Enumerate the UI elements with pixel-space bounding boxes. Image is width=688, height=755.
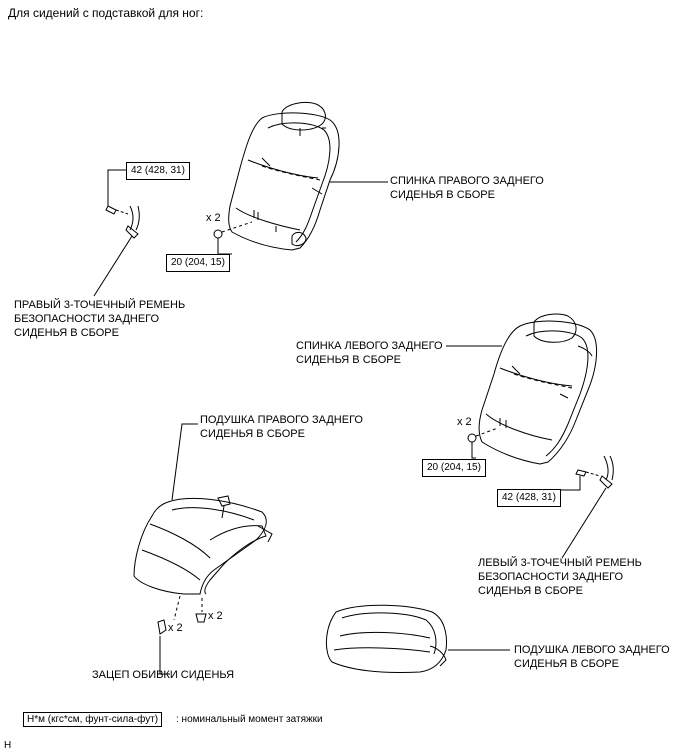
right-cushion-illustration bbox=[133, 495, 273, 595]
leader-right-belt-torque bbox=[107, 169, 126, 206]
label-seat-hook: ЗАЦЕП ОБИВКИ СИДЕНЬЯ bbox=[92, 669, 235, 681]
legend-description: : номинальный момент затяжки bbox=[176, 714, 323, 725]
torque-left-seatback: 20 (204, 15) bbox=[422, 459, 486, 477]
leader-left-belt-torque bbox=[548, 476, 581, 491]
leader-right-belt bbox=[93, 235, 133, 297]
multiplier-left-seatback: x 2 bbox=[457, 416, 472, 428]
leader-right-cushion bbox=[171, 423, 198, 501]
right-seatback-bolt bbox=[213, 221, 253, 239]
corner-code: H bbox=[4, 740, 12, 751]
left-seatback-bolt bbox=[467, 427, 499, 443]
right-belt-illustration bbox=[105, 205, 140, 239]
leader-left-belt bbox=[561, 487, 607, 559]
leader-hook bbox=[159, 636, 170, 675]
torque-right-seatback: 20 (204, 15) bbox=[166, 254, 230, 272]
multiplier-right-seatback: x 2 bbox=[206, 212, 221, 224]
left-belt-illustration bbox=[575, 455, 614, 489]
left-cushion-illustration bbox=[326, 604, 447, 673]
leader-right-back-torque bbox=[217, 238, 232, 255]
right-seatback-illustration bbox=[228, 101, 340, 251]
seat-hook-illustrations bbox=[157, 595, 207, 635]
multiplier-hook-left: x 2 bbox=[168, 622, 183, 634]
torque-left-belt: 42 (428, 31) bbox=[497, 489, 561, 507]
page-title: Для сидений с подставкой для ног: bbox=[8, 6, 204, 20]
multiplier-hook-right: x 2 bbox=[208, 610, 223, 622]
legend-units-box: Н*м (кгс*см, фунт-сила-фут) bbox=[23, 712, 163, 727]
leader-left-back-torque bbox=[471, 442, 476, 459]
torque-right-belt: 42 (428, 31) bbox=[126, 162, 190, 180]
left-seatback-illustration bbox=[478, 313, 598, 465]
